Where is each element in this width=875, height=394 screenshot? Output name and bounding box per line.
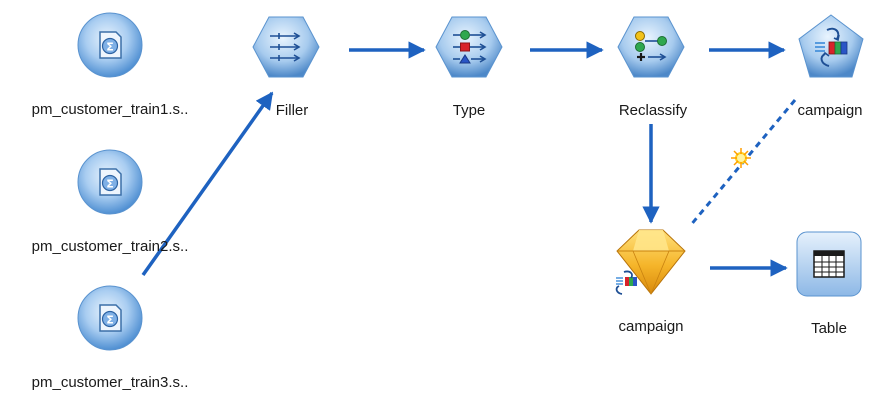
node-filler-label: Filler bbox=[275, 102, 309, 119]
statistics-file-source-icon: Σ bbox=[99, 31, 122, 59]
model-link-spark-icon bbox=[731, 148, 751, 168]
node-campaign-nugget-graphic[interactable] bbox=[615, 229, 686, 295]
node-reclassify-graphic[interactable] bbox=[617, 16, 685, 78]
statistics-file-source-icon: Σ bbox=[99, 168, 122, 196]
node-type-label: Type bbox=[452, 102, 486, 119]
reclassify-icon bbox=[635, 31, 667, 61]
table-icon bbox=[813, 250, 845, 278]
node-source1-label: pm_customer_train1.s.. bbox=[31, 101, 189, 118]
filler-icon bbox=[270, 32, 301, 62]
node-campaign-model-label: campaign bbox=[797, 102, 863, 119]
model-builder-icon bbox=[815, 27, 848, 67]
connectors bbox=[141, 41, 797, 277]
node-table-label: Table bbox=[811, 320, 847, 337]
statistics-file-source-icon: Σ bbox=[99, 304, 122, 332]
type-icon bbox=[453, 30, 487, 64]
node-source3-graphic[interactable]: Σ bbox=[77, 285, 143, 351]
node-source2-label: pm_customer_train2.s.. bbox=[31, 238, 189, 255]
model-nugget-icon bbox=[615, 270, 637, 295]
node-table-graphic[interactable] bbox=[796, 231, 862, 297]
node-source2-graphic[interactable]: Σ bbox=[77, 149, 143, 215]
node-source1-graphic[interactable]: Σ bbox=[77, 12, 143, 78]
connector-source3-to-filler[interactable] bbox=[141, 91, 274, 277]
node-reclassify-label: Reclassify bbox=[618, 102, 688, 119]
svg-text:Σ: Σ bbox=[106, 314, 114, 327]
svg-text:Σ: Σ bbox=[106, 41, 114, 54]
node-source3-label: pm_customer_train3.s.. bbox=[31, 374, 189, 391]
node-campaign-model-graphic[interactable] bbox=[798, 14, 864, 78]
svg-text:Σ: Σ bbox=[106, 178, 114, 191]
node-campaign-nugget-label: campaign bbox=[618, 318, 684, 335]
node-type-graphic[interactable] bbox=[435, 16, 503, 78]
node-filler-graphic[interactable] bbox=[252, 16, 320, 78]
